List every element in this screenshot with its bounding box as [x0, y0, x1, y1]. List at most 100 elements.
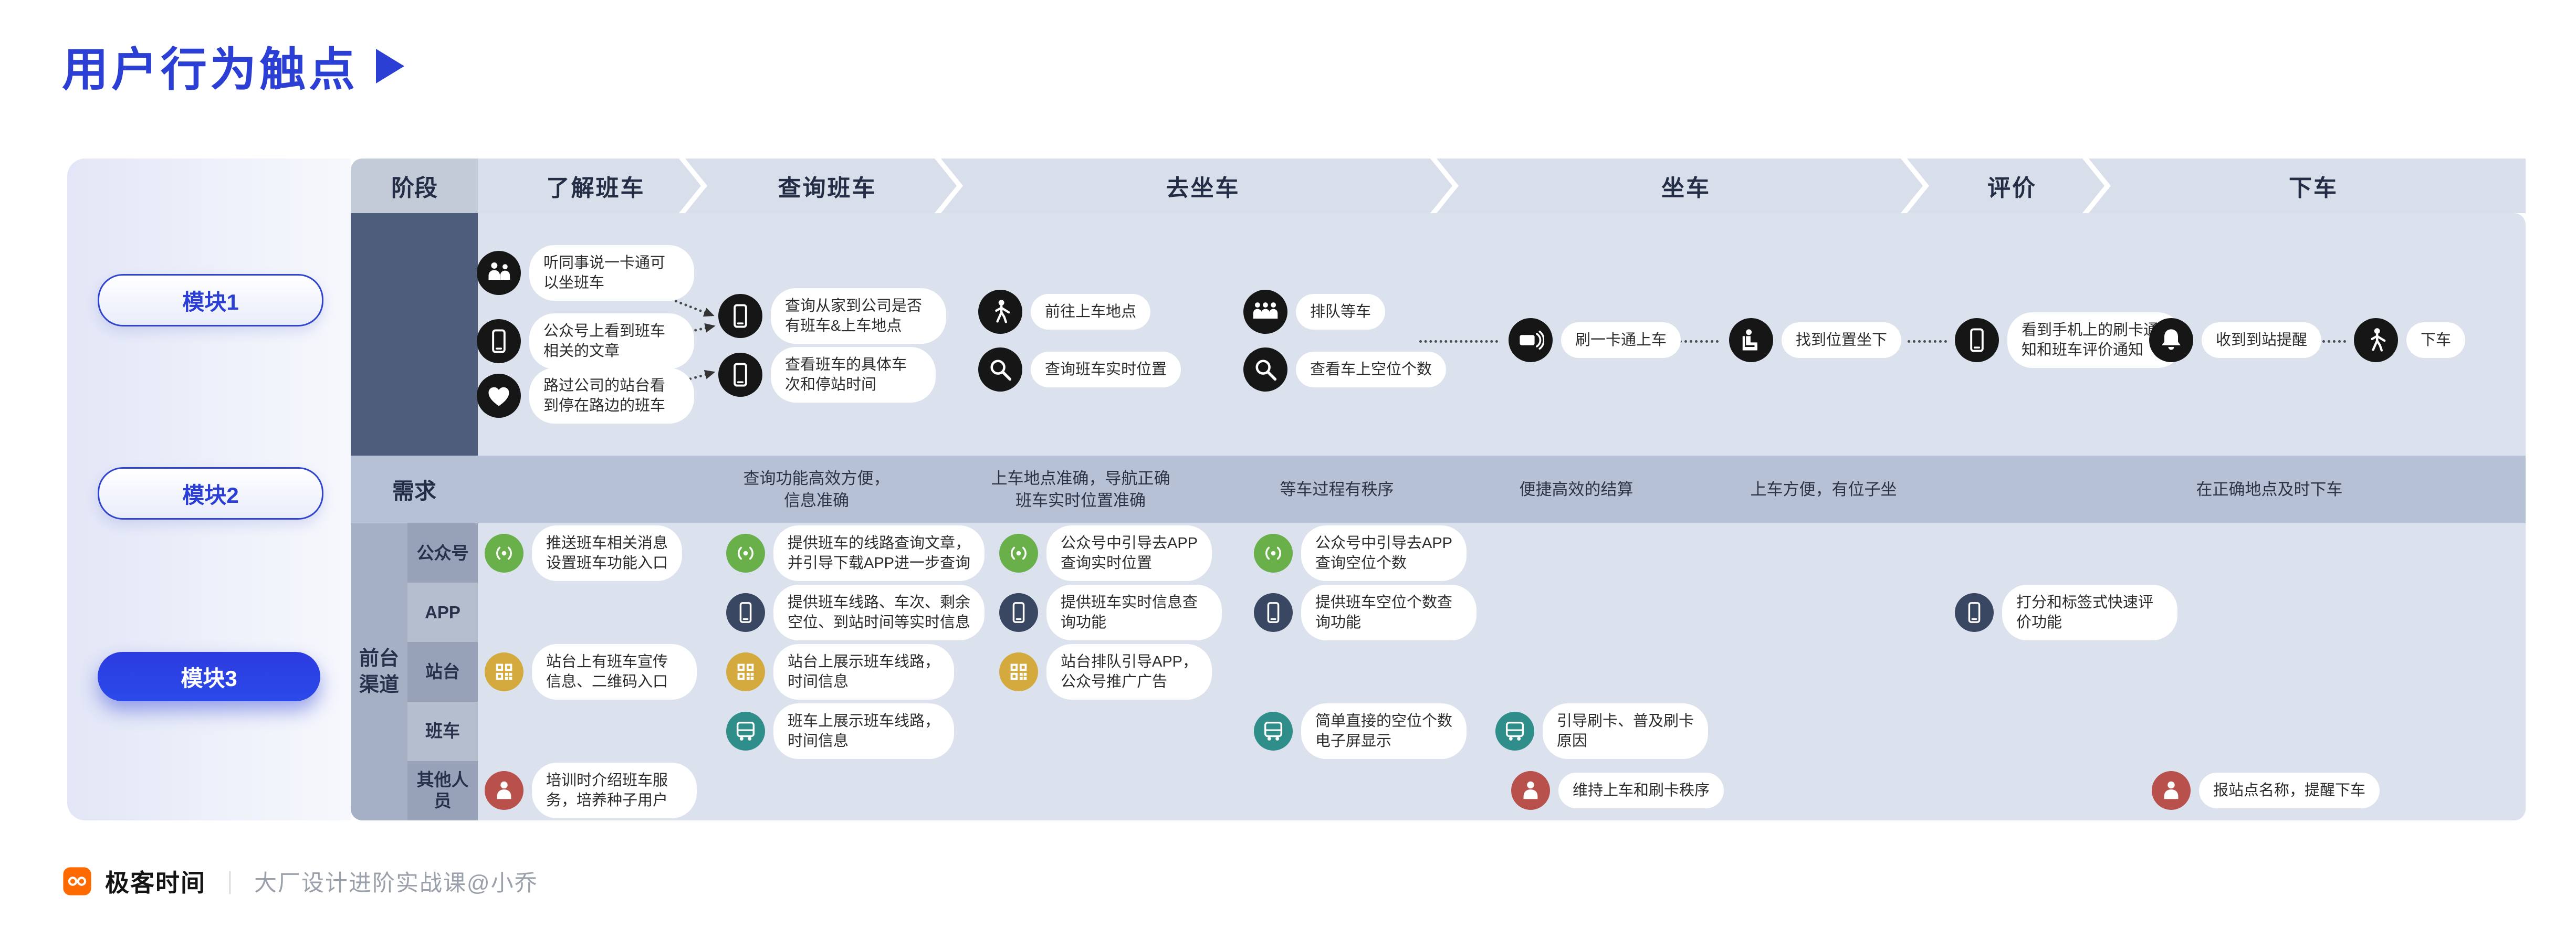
touchpoint-bubble: 查询从家到公司是否有班车&上车地点: [771, 288, 946, 344]
channel-item: 提供班车线路、车次、剩余 空位、到站时间等实时信息: [726, 584, 985, 640]
need-text: 等车过程有秩序: [1280, 480, 1394, 499]
footer-course: 大厂设计进阶实战课@小乔: [254, 871, 538, 896]
stage-tab-5: 评价: [1907, 159, 2104, 213]
touchpoint-item: 查询班车实时位置: [978, 347, 1181, 392]
channel-bubble: 简单直接的空位个数 电子屏显示: [1301, 703, 1467, 760]
channel-bubble: 打分和标签式快速评价功能: [2002, 584, 2177, 640]
stage-side-band: [351, 213, 478, 456]
title-arrow-icon: [376, 48, 405, 83]
channel-bubble: 班车上展示班车线路， 时间信息: [773, 703, 955, 760]
channel-bubble: 提供班车空位个数查询功能: [1301, 584, 1477, 640]
need-text: 在正确地点及时下车: [2196, 480, 2343, 499]
search-icon: [1243, 347, 1287, 392]
footer: 极客时间 ｜ 大厂设计进阶实战课@小乔: [62, 864, 538, 899]
bus-icon: [726, 712, 765, 751]
needs-row-band: [351, 456, 2526, 523]
touchpoint-item: 看到手机上的刷卡通知和班车评价通知: [1955, 312, 2183, 368]
channel-bubble: 维持上车和刷卡秩序: [1558, 773, 1724, 809]
channel-item: 提供班车实时信息查询功能: [999, 584, 1222, 640]
touchpoint-item: 下车: [2354, 318, 2466, 362]
need-text: 便捷高效的结算: [1519, 480, 1633, 499]
queue-icon: [1243, 290, 1287, 334]
touchpoint-item: 公众号上看到班车相关的文章: [477, 313, 694, 369]
need-text: 上车地点准确，导航正确 班车实时位置准确: [991, 469, 1170, 510]
touchpoint-item: 查看班车的具体车次和停站时间: [718, 347, 936, 403]
person-icon: [485, 771, 523, 810]
channel-item: 简单直接的空位个数 电子屏显示: [1254, 703, 1467, 760]
qr-icon: [999, 652, 1038, 691]
channel-item: 推送班车相关消息 设置班车功能入口: [485, 525, 683, 581]
stage-tab-6: 下车: [2089, 159, 2526, 213]
geektime-logo-icon: [62, 866, 92, 897]
channel-item: 提供班车空位个数查询功能: [1254, 584, 1477, 640]
touchpoint-bubble: 刷一卡通上车: [1561, 322, 1681, 358]
footer-separator: ｜: [218, 871, 242, 897]
channel-item: 站台上展示班车线路， 时间信息: [726, 644, 955, 700]
touchpoint-item: 前往上车地点: [978, 290, 1151, 334]
channel-row-label-4: 班车: [407, 701, 478, 761]
channel-row-label-3: 站台: [407, 642, 478, 702]
qr-icon: [726, 652, 765, 691]
channel-bubble: 推送班车相关消息 设置班车功能入口: [532, 525, 683, 581]
broadcast-icon: [485, 533, 523, 573]
touchpoint-bubble: 排队等车: [1296, 294, 1386, 330]
connector-line: [2312, 340, 2346, 343]
broadcast-icon: [1254, 533, 1293, 573]
stage-tab-3: 去坐车: [941, 159, 1452, 213]
phone-icon: [1254, 593, 1293, 632]
journey-map: 阶段 了解班车查询班车去坐车坐车评价下车 听同事说一卡通可以坐班车公众号上看到班…: [351, 159, 2526, 820]
channel-item: 提供班车的线路查询文章， 并引导下载APP进一步查询: [726, 525, 985, 581]
touchpoint-bubble: 查看班车的具体车次和停站时间: [771, 347, 936, 403]
footer-brand: 极客时间: [105, 869, 206, 897]
phone-icon: [1955, 318, 1999, 362]
touchpoint-bubble: 查询班车实时位置: [1031, 352, 1181, 387]
module-2-button[interactable]: 模块2: [98, 467, 323, 520]
channel-item: 公众号中引导去APP 查询实时位置: [999, 525, 1212, 581]
search-icon: [978, 347, 1022, 392]
channel-bubble: 站台上展示班车线路， 时间信息: [773, 644, 955, 700]
needs-row-label: 需求: [392, 479, 436, 503]
channel-item: 打分和标签式快速评价功能: [1955, 584, 2177, 640]
walker-icon: [2354, 318, 2398, 362]
channel-bubble: 站台上有班车宣传信息、二维码入口: [532, 644, 697, 700]
walker-icon: [978, 290, 1022, 334]
phone-icon: [718, 353, 762, 397]
channel-item: 报站点名称，提醒下车: [2152, 771, 2380, 810]
phone-icon: [718, 294, 762, 338]
touchpoint-item: 路过公司的站台看到停在路边的班车: [477, 368, 694, 424]
stage-corner-cell: 阶段: [351, 159, 478, 213]
person-icon: [1511, 771, 1550, 810]
touchpoint-item: 排队等车: [1243, 290, 1386, 334]
connector-line: [1674, 340, 1719, 343]
touchpoint-bubble: 前往上车地点: [1031, 294, 1151, 330]
channel-bubble: 公众号中引导去APP 查询实时位置: [1046, 525, 1212, 581]
touchpoint-item: 查询从家到公司是否有班车&上车地点: [718, 288, 946, 344]
channel-item: 培训时介绍班车服务，培养种子用户: [485, 763, 697, 819]
phone-icon: [1955, 593, 1994, 632]
touchpoint-bubble: 路过公司的站台看到停在路边的班车: [529, 368, 694, 424]
need-text: 上车方便，有位子坐: [1750, 480, 1897, 499]
touchpoint-item: 找到位置坐下: [1729, 318, 1902, 362]
connector-line: [1908, 340, 1947, 343]
touchpoint-bubble: 找到位置坐下: [1782, 322, 1902, 358]
connector-line: [1419, 340, 1498, 343]
channel-item: 站台上有班车宣传信息、二维码入口: [485, 644, 697, 700]
page-title: 用户行为触点: [62, 44, 359, 96]
phone-icon: [999, 593, 1038, 632]
module-1-button[interactable]: 模块1: [98, 274, 323, 326]
channel-item: 班车上展示班车线路， 时间信息: [726, 703, 955, 760]
touchpoint-bubble: 查看车上空位个数: [1296, 352, 1447, 387]
touchpoint-item: 查看车上空位个数: [1243, 347, 1447, 392]
channel-row-label-2: APP: [407, 583, 478, 642]
channel-row-label-1: 公众号: [407, 523, 478, 583]
bus-icon: [1254, 712, 1293, 751]
channel-bubble: 站台排队引导APP， 公众号推广广告: [1046, 644, 1212, 700]
touchpoint-item: 刷一卡通上车: [1509, 318, 1681, 362]
module-3-button[interactable]: 模块3: [98, 652, 320, 701]
channel-bubble: 引导刷卡、普及刷卡 原因: [1543, 703, 1709, 760]
channel-item: 引导刷卡、普及刷卡 原因: [1495, 703, 1709, 760]
touchpoint-bubble: 公众号上看到班车相关的文章: [529, 313, 694, 369]
channel-bubble: 提供班车线路、车次、剩余 空位、到站时间等实时信息: [773, 584, 985, 640]
touchpoint-item: 听同事说一卡通可以坐班车: [477, 245, 694, 301]
heart-icon: [477, 374, 521, 418]
